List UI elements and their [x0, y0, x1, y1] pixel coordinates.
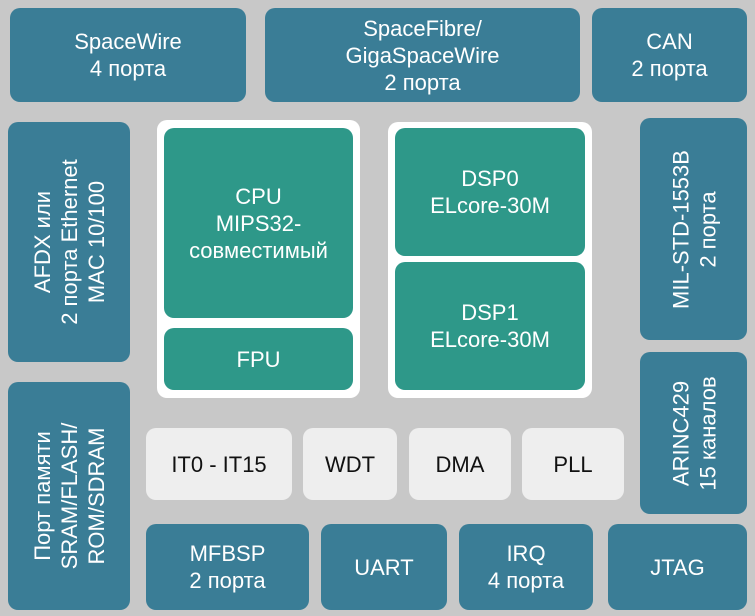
gigaspacewire-label: GigaSpaceWire	[345, 42, 500, 68]
spacefibre-label: SpaceFibre/	[363, 15, 482, 41]
pll-block: PLL	[522, 428, 624, 500]
spacefibre-block: SpaceFibre/ GigaSpaceWire 2 порта	[265, 8, 580, 102]
can-label: CAN	[646, 29, 693, 54]
pll-label: PLL	[553, 451, 593, 477]
uart-block: UART	[321, 524, 447, 610]
spacewire-label: SpaceWire	[74, 29, 182, 54]
mil-std-block: MIL-STD-1553B 2 порта	[640, 118, 747, 340]
memory-types-2: ROM/SDRAM	[83, 427, 109, 565]
arinc-label: ARINC429	[667, 380, 693, 486]
can-ports: 2 порта	[631, 56, 708, 81]
jtag-label: JTAG	[650, 554, 705, 580]
uart-label: UART	[354, 554, 414, 580]
dsp1-core: ELcore-30M	[430, 327, 550, 352]
spacefibre-ports: 2 порта	[384, 69, 461, 95]
interrupts-label: IT0 - IT15	[171, 451, 267, 477]
mil-std-ports: 2 порта	[694, 190, 720, 268]
dsp0-core: ELcore-30M	[430, 193, 550, 218]
memory-types-1: SRAM/FLASH/	[56, 422, 82, 570]
mfbsp-ports: 2 порта	[189, 568, 266, 593]
irq-ports: 4 порта	[487, 568, 565, 593]
mil-std-text: MIL-STD-1553B 2 порта	[640, 118, 747, 340]
cpu-arch: MIPS32-	[215, 210, 302, 236]
spacewire-block: SpaceWire 4 порта	[10, 8, 246, 102]
ethernet-label: 2 порта Ethernet	[56, 159, 82, 325]
dsp0-label: DSP0	[461, 166, 519, 191]
fpu-label: FPU	[236, 346, 281, 372]
fpu-block: FPU	[164, 328, 353, 390]
dsp1-label: DSP1	[461, 300, 519, 325]
afdx-label: AFDX или	[29, 190, 55, 294]
mfbsp-label: MFBSP	[189, 541, 266, 566]
wdt-block: WDT	[303, 428, 397, 500]
memory-port-block: Порт памяти SRAM/FLASH/ ROM/SDRAM	[8, 382, 130, 610]
mil-std-label: MIL-STD-1553B	[667, 149, 693, 309]
mac-label: MAC 10/100	[83, 180, 109, 304]
arinc-channels: 15 каналов	[694, 375, 720, 491]
cpu-label: CPU	[235, 183, 282, 209]
irq-label: IRQ	[506, 541, 546, 566]
irq-block: IRQ 4 порта	[459, 524, 593, 610]
dsp1-block: DSP1 ELcore-30M	[395, 262, 585, 390]
afdx-text: AFDX или 2 порта Ethernet MAC 10/100	[8, 122, 130, 362]
cpu-block: CPU MIPS32- совместимый	[164, 128, 353, 318]
wdt-label: WDT	[324, 451, 376, 477]
spacewire-ports: 4 порта	[89, 56, 167, 81]
arinc-text: ARINC429 15 каналов	[640, 352, 747, 514]
mfbsp-block: MFBSP 2 порта	[146, 524, 309, 610]
can-block: CAN 2 порта	[592, 8, 747, 102]
afdx-block: AFDX или 2 порта Ethernet MAC 10/100	[8, 122, 130, 362]
memory-port-text: Порт памяти SRAM/FLASH/ ROM/SDRAM	[8, 382, 130, 610]
interrupts-block: IT0 - IT15	[146, 428, 292, 500]
memory-port-label: Порт памяти	[29, 431, 55, 561]
dsp0-block: DSP0 ELcore-30M	[395, 128, 585, 256]
arinc-block: ARINC429 15 каналов	[640, 352, 747, 514]
dma-block: DMA	[409, 428, 511, 500]
dma-label: DMA	[435, 451, 485, 477]
jtag-block: JTAG	[608, 524, 747, 610]
cpu-compat: совместимый	[189, 237, 328, 263]
